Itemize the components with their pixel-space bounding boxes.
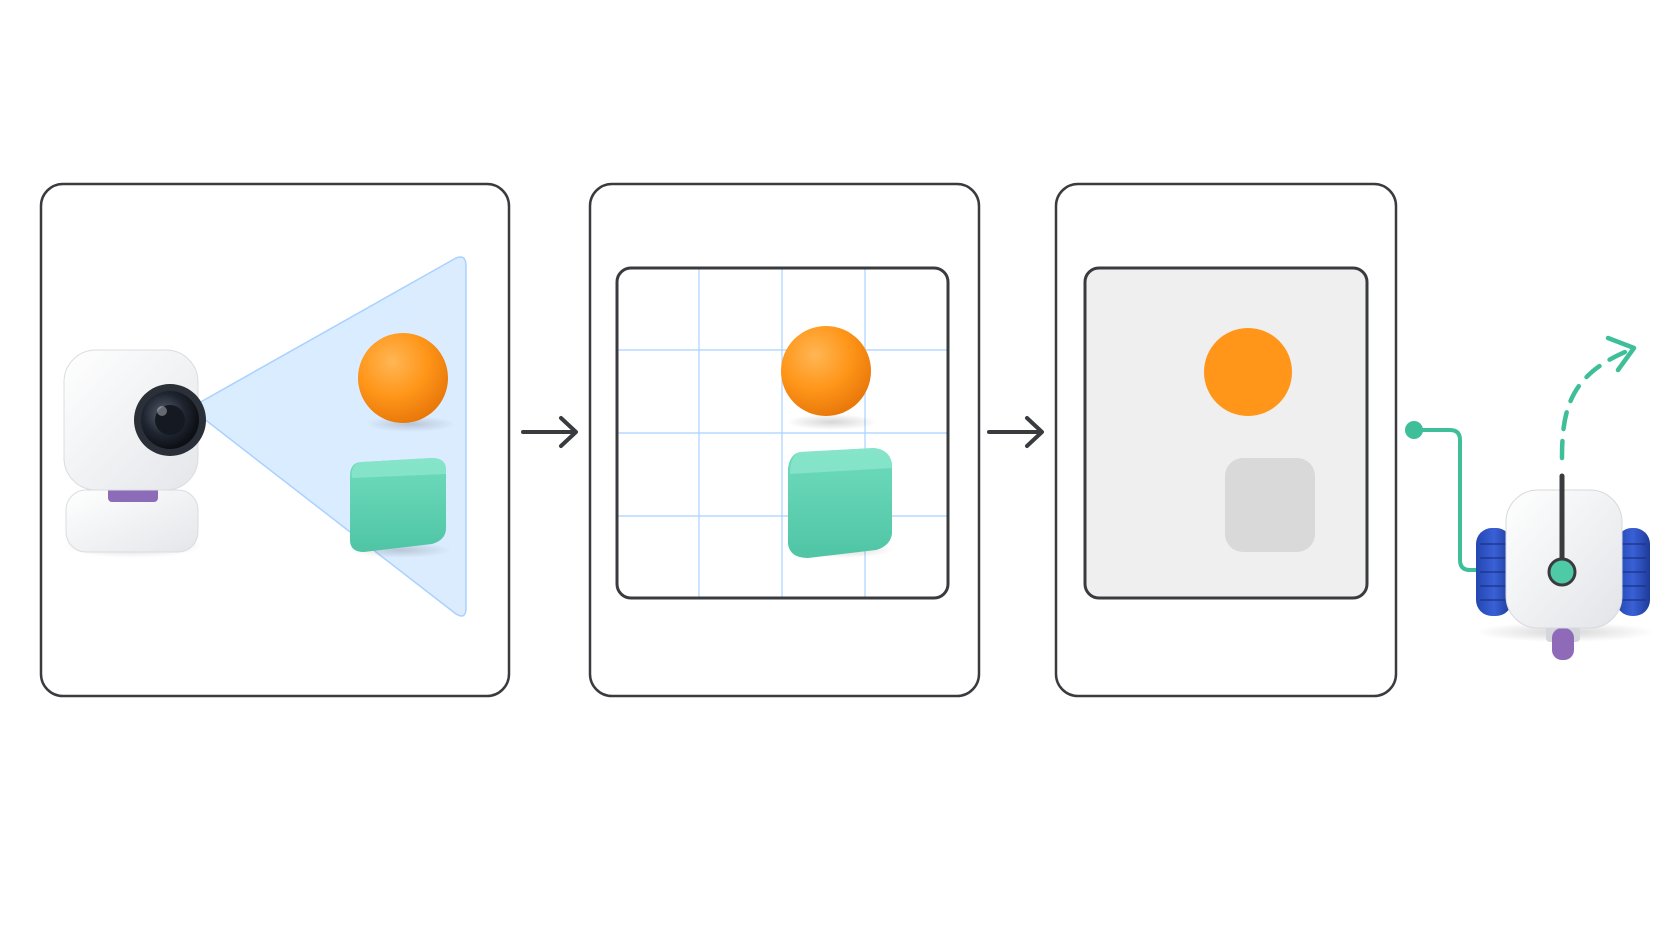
camera-icon [63,349,206,558]
arrow-right-icon [987,416,1044,448]
teal-cube-detected [786,448,894,558]
panel-segment [1054,182,1398,698]
arrow-right-icon [521,416,578,448]
teal-cube [348,458,452,558]
path-arrow [1559,335,1637,461]
robot-sensor [1547,557,1577,587]
grid-icon [617,268,948,598]
panel-detect [588,182,981,698]
sphere-mask [1204,328,1292,416]
grid-frame [615,266,950,600]
robot-icon [1475,473,1655,660]
robot-wheel-left [1476,528,1512,616]
robot-caster [1552,628,1574,660]
cube-mask-faded [1225,458,1315,552]
orange-sphere [358,333,456,432]
signal-line [1405,421,1482,572]
orange-sphere-detected [781,326,878,430]
panel-capture [39,182,511,698]
mask-icon [1083,266,1369,600]
robot-wheel-right [1616,528,1650,616]
